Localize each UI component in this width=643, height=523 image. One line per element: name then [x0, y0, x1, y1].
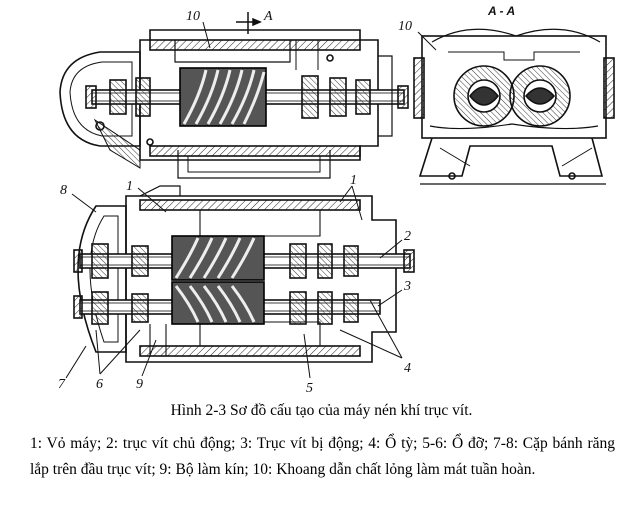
section-marker-A	[236, 12, 262, 34]
lower-longitudinal-section	[73, 185, 415, 363]
callout-lower-1-left: 1	[126, 179, 133, 194]
callout-lower-7: 7	[58, 377, 66, 392]
callout-side-10: 10	[398, 19, 412, 34]
callout-top-10: 10	[186, 9, 200, 24]
top-longitudinal-section	[59, 29, 409, 179]
callout-lower-5: 5	[306, 381, 313, 396]
callout-lower-2: 2	[404, 229, 411, 244]
compressor-figure: 10 A 10 A - A 1 1 8 2 3 4 5 6 7 9	[58, 4, 615, 396]
figure-legend: 1: Vỏ máy; 2: trục vít chủ động; 3: Trục…	[30, 435, 615, 478]
side-section-AA	[413, 28, 615, 185]
callout-section-AA: A - A	[487, 4, 515, 18]
leader-lines	[65, 21, 437, 379]
figure-caption: Hình 2-3 Sơ đồ cấu tạo của máy nén khí t…	[170, 402, 473, 419]
callout-lower-4: 4	[404, 361, 411, 376]
callout-lower-9: 9	[136, 377, 143, 392]
callout-lower-8: 8	[60, 183, 67, 198]
callout-lower-3: 3	[403, 279, 411, 294]
callout-lower-6: 6	[96, 377, 103, 392]
callout-top-A: A	[263, 9, 273, 24]
callout-lower-1-right: 1	[350, 173, 357, 188]
